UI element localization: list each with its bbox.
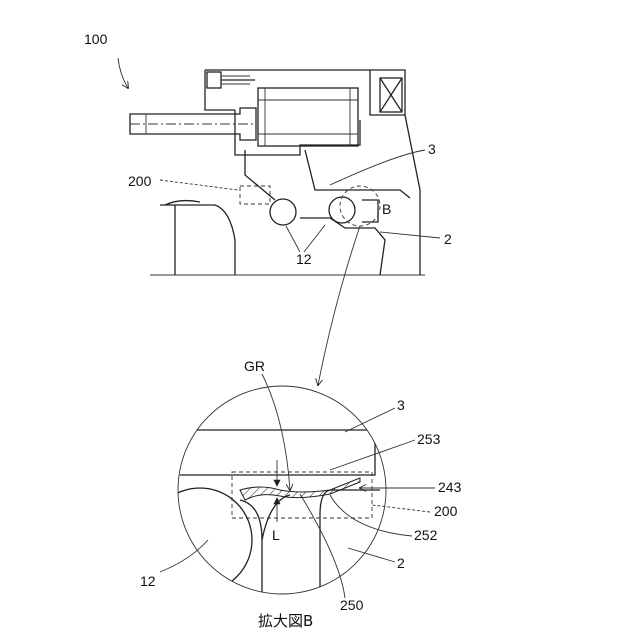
label-3-detail: 3 [397,397,405,413]
label-200-detail: 200 [434,503,458,519]
label-3-top: 3 [428,141,436,157]
ref-100-label: 100 [84,31,108,47]
label-252: 252 [414,527,438,543]
label-L: L [272,527,280,543]
assembly-view [118,58,440,385]
label-12-detail: 12 [140,573,156,589]
label-200-top: 200 [128,173,152,189]
label-253: 253 [417,431,441,447]
label-GR: GR [244,358,265,374]
label-2-detail: 2 [397,555,405,571]
detail-view-b [148,374,435,600]
label-2-top: 2 [444,231,452,247]
figure-caption: 拡大図B [258,612,313,630]
label-B-top: B [382,201,391,217]
label-243: 243 [438,479,462,495]
label-250: 250 [340,597,364,613]
label-12-top: 12 [296,251,312,267]
